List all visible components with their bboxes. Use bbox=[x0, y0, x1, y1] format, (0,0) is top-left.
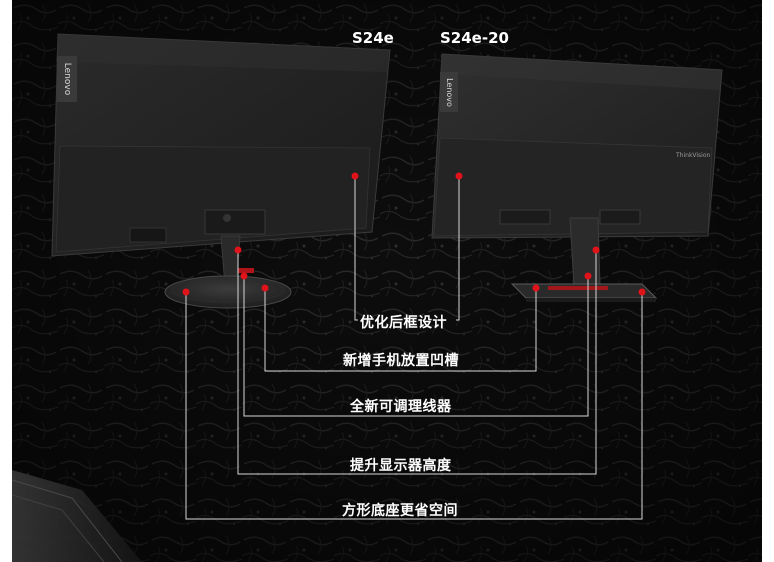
feature-label-square-base: 方形底座更省空间 bbox=[342, 503, 458, 519]
logo-text: Lenovo bbox=[62, 62, 72, 96]
s24e-20-monitor bbox=[431, 53, 723, 302]
feature-label-cable-manager: 全新可调理线器 bbox=[350, 399, 452, 415]
model-label-s24e-20: S24e-20 bbox=[440, 29, 509, 47]
feature-label-phone-slot: 新增手机放置凹槽 bbox=[343, 353, 459, 369]
feature-label-rear-frame: 优化后框设计 bbox=[360, 315, 447, 331]
feature-label-height: 提升显示器高度 bbox=[350, 458, 452, 474]
lenovo-logo-right: Lenovo bbox=[440, 72, 458, 112]
thinkvision-badge: ThinkVision bbox=[676, 152, 711, 159]
lenovo-logo-left: Lenovo bbox=[57, 56, 77, 102]
leader-lines bbox=[185, 176, 643, 520]
feature-markers bbox=[182, 172, 646, 296]
model-label-s24e: S24e bbox=[352, 29, 394, 47]
logo-text: Lenovo bbox=[444, 77, 454, 107]
s24e-monitor bbox=[51, 33, 391, 309]
